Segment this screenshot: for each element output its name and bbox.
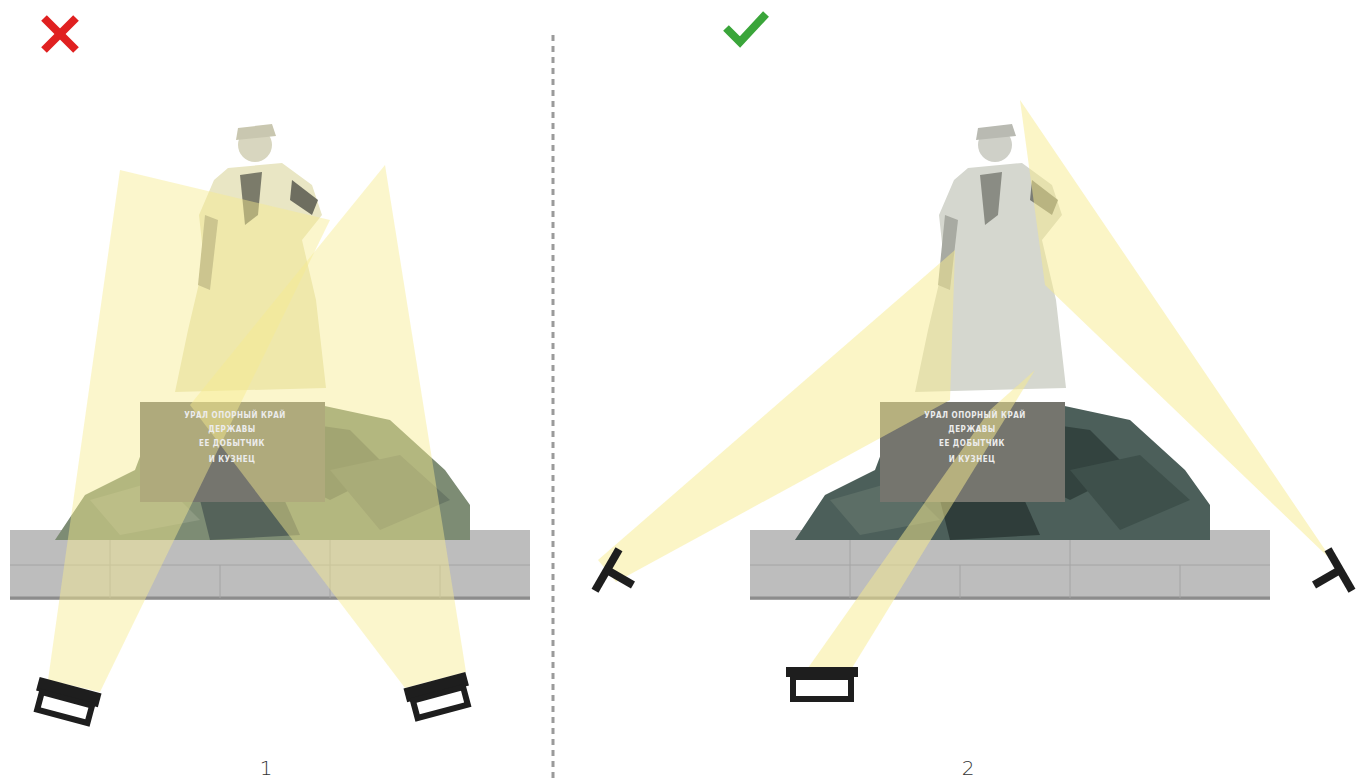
- panel-number: 2: [962, 756, 975, 780]
- inscription-line: И КУЗНЕЦ: [949, 455, 996, 465]
- statue-right: [592, 100, 1356, 699]
- inscription-line: УРАЛ ОПОРНЫЙ КРАЙ: [184, 411, 286, 421]
- statue-left: [10, 124, 530, 725]
- wrong-mark: [44, 18, 76, 50]
- panel-number: 1: [260, 756, 273, 780]
- inscription-line: УРАЛ ОПОРНЫЙ КРАЙ: [924, 411, 1026, 421]
- inscription-line: И КУЗНЕЦ: [209, 455, 256, 465]
- right-mark: [726, 14, 766, 42]
- inscription-line: ЕЕ ДОБЫТЧИК: [199, 439, 265, 449]
- inscription-line: ДЕРЖАВЫ: [948, 425, 995, 435]
- divider: [552, 35, 555, 780]
- inscription-line: ДЕРЖАВЫ: [208, 425, 255, 435]
- inscription-line: ЕЕ ДОБЫТЧИК: [939, 439, 1005, 449]
